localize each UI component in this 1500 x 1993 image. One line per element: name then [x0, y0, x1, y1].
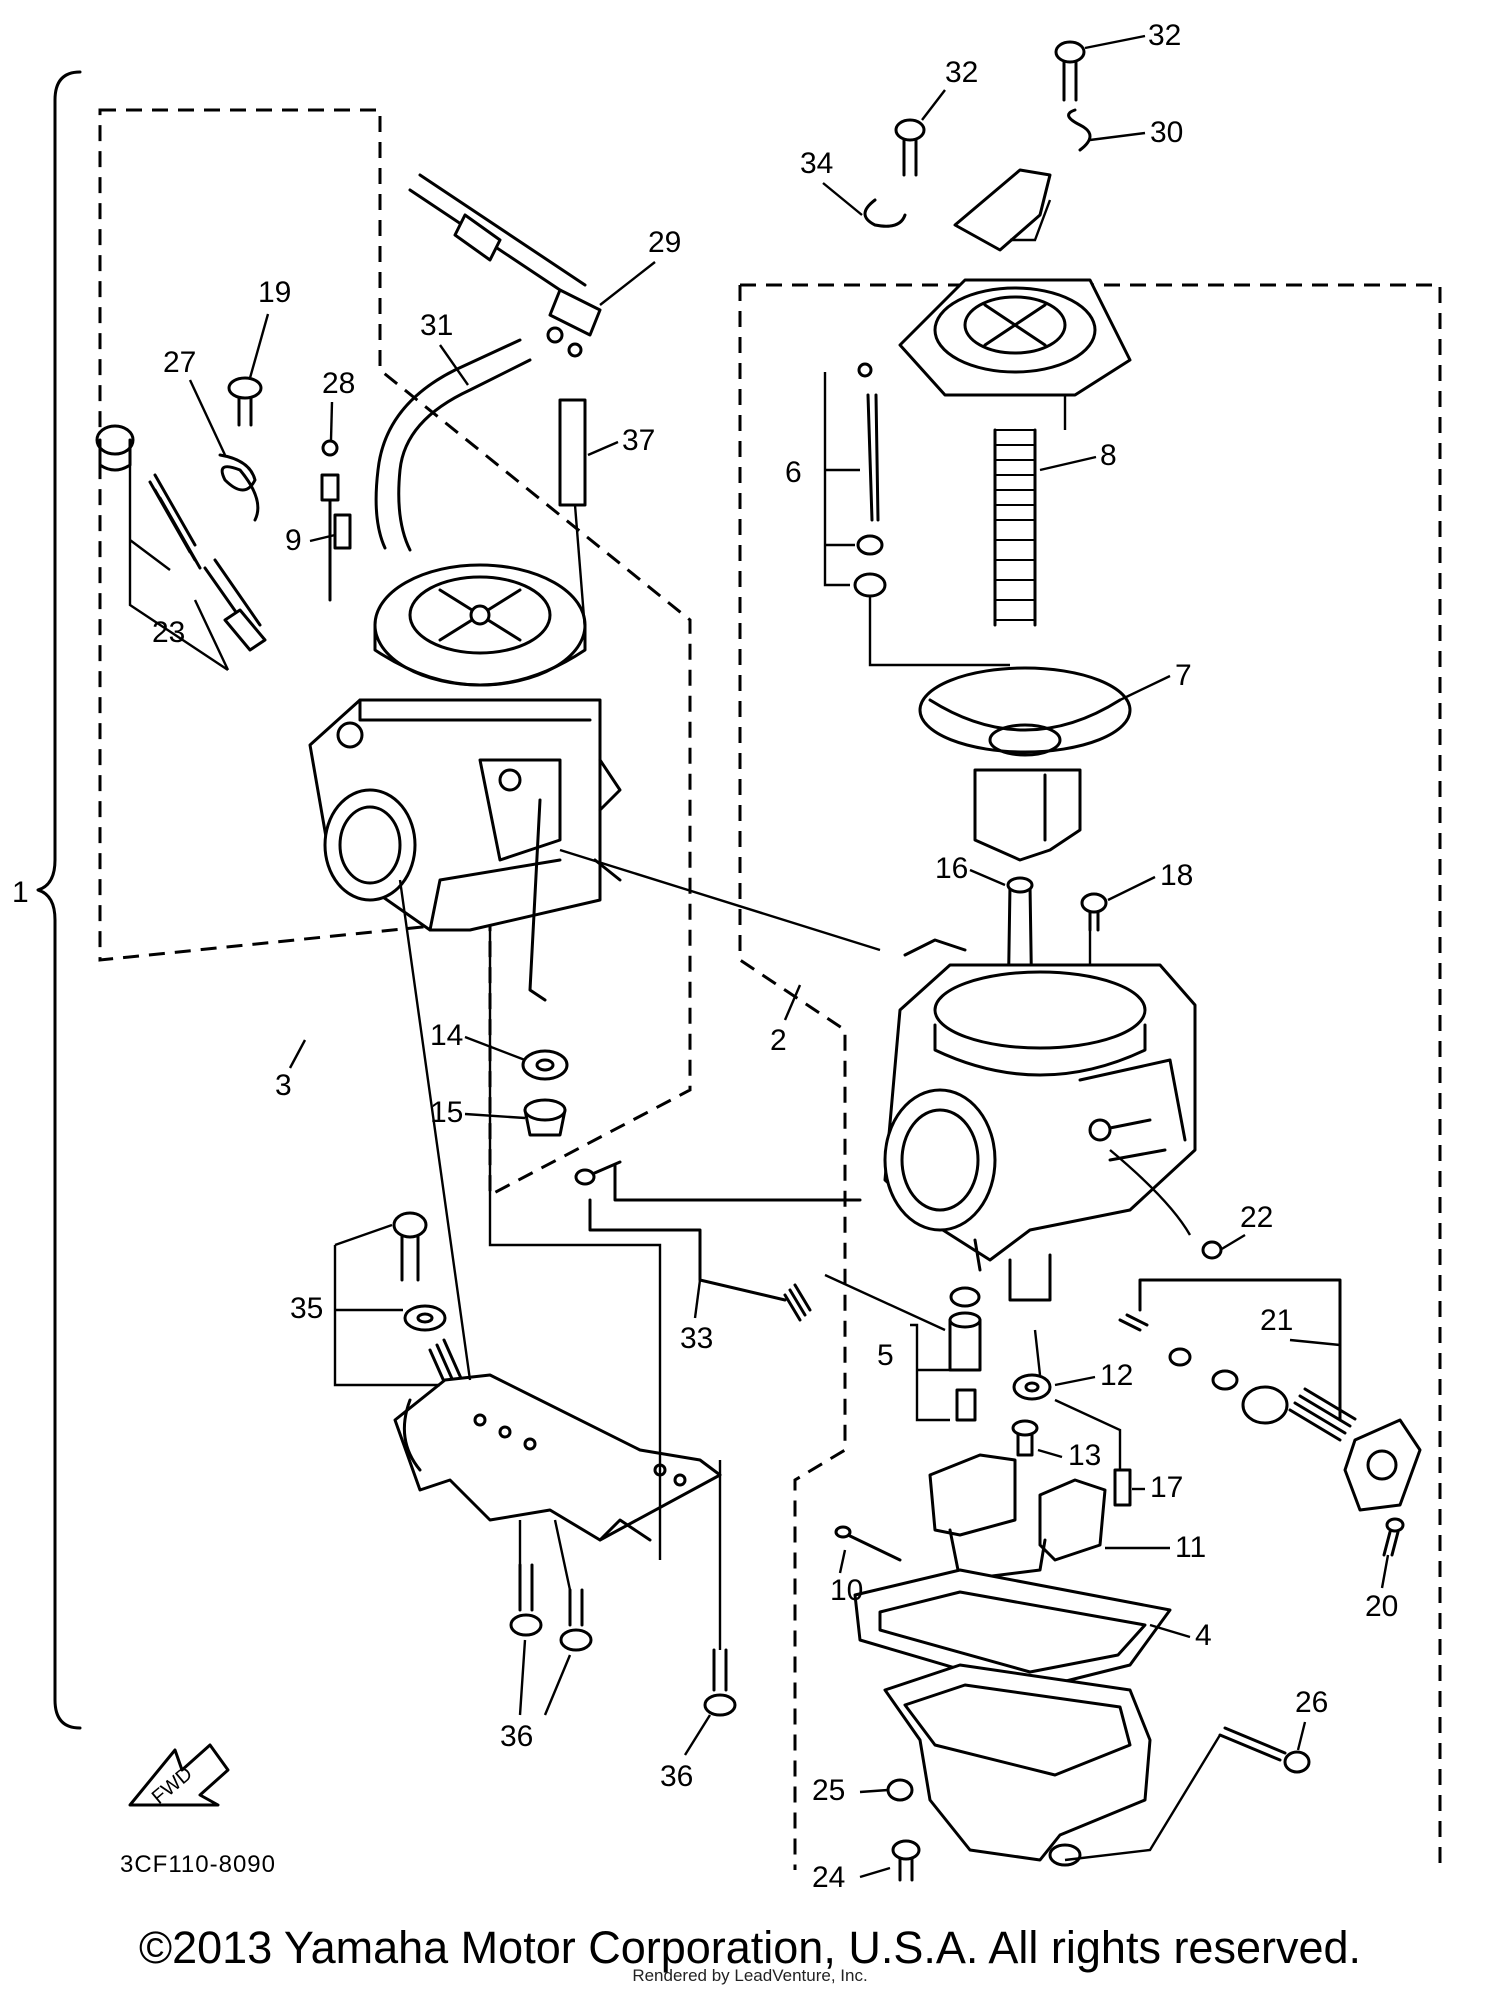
callout-6: 6 [785, 456, 802, 489]
group-outline-2 [738, 283, 1442, 1870]
part-8-spring [993, 428, 1037, 627]
part-5-needle-valve [824, 1273, 982, 1422]
diagram-code: 3CF110-8090 [120, 1851, 276, 1878]
part-31-vent-hose [374, 338, 532, 552]
callout-29: 29 [648, 226, 681, 259]
callout-27: 27 [163, 346, 196, 379]
part-6-needle-set [853, 362, 1010, 667]
callout-31: 31 [420, 309, 453, 342]
callout-32a: 32 [945, 56, 978, 89]
callout-32b: 32 [1148, 19, 1181, 52]
callout-5: 5 [877, 1339, 894, 1372]
part-14-15-washer-jet [521, 1049, 569, 1137]
right-leaders [559, 199, 1067, 952]
callout-24: 24 [812, 1861, 845, 1894]
callout-7: 7 [1175, 659, 1192, 692]
callout-8: 8 [1100, 439, 1117, 472]
callout-36a: 36 [500, 1720, 533, 1753]
callout-25: 25 [812, 1774, 845, 1807]
callout-34: 34 [800, 147, 833, 180]
callout-22: 22 [1240, 1201, 1273, 1234]
part-27-clip [218, 453, 260, 522]
callouts: 1 2 3 4 5 6 7 8 9 10 11 12 13 14 15 16 1… [12, 19, 1398, 1894]
fwd-arrow-icon: FWD [128, 1743, 230, 1809]
callout-20: 20 [1365, 1590, 1398, 1623]
part-7-diaphragm-piston [918, 666, 1132, 862]
copyright-notice: ©2013 Yamaha Motor Corporation, U.S.A. A… [138, 1922, 1362, 1973]
callout-15: 15 [430, 1096, 463, 1129]
callout-19: 19 [258, 276, 291, 309]
part-35-bolt-set [392, 1211, 466, 1397]
callout-2: 2 [770, 1024, 787, 1057]
callout-21: 21 [1260, 1304, 1293, 1337]
callout-23: 23 [152, 616, 185, 649]
callout-11: 11 [1175, 1531, 1206, 1564]
callout-35: 35 [290, 1292, 323, 1325]
callout-4: 4 [1195, 1619, 1212, 1652]
right-carburetor-body [883, 938, 1197, 1302]
callout-10: 10 [830, 1574, 863, 1607]
callout-9: 9 [285, 524, 302, 557]
part-21-22-throttle-screw-set [1109, 1149, 1422, 1512]
callout-18: 18 [1160, 859, 1193, 892]
callout-28: 28 [322, 367, 355, 400]
assembly-bracket [36, 70, 82, 1730]
part-23-pilot-screw [95, 424, 267, 652]
part-12-13-17-washer-screw-jet [1011, 1329, 1132, 1507]
part-30-32-34-top-cover [863, 40, 1132, 397]
left-carburetor [308, 563, 622, 1002]
callout-30: 30 [1150, 116, 1183, 149]
callout-14: 14 [430, 1019, 463, 1052]
callout-12: 12 [1100, 1359, 1133, 1392]
callout-33: 33 [680, 1322, 713, 1355]
part-36-bolts [509, 1563, 737, 1717]
part-29-37-fuel-fitting [408, 173, 602, 631]
part-19-screw [227, 376, 263, 427]
callout-37: 37 [622, 424, 655, 457]
callout-16: 16 [935, 852, 968, 885]
callout-13: 13 [1068, 1439, 1101, 1472]
part-33-screw-spring [574, 1160, 862, 1322]
part-20-screw [1382, 1517, 1405, 1557]
group-outline-3 [98, 108, 692, 1198]
callout-17: 17 [1150, 1471, 1183, 1504]
mounting-bracket [393, 1373, 722, 1542]
callout-36b: 36 [660, 1760, 693, 1793]
part-4-10-11-float-gasket [834, 1453, 1172, 1692]
callout-26: 26 [1295, 1686, 1328, 1719]
callout-1: 1 [12, 876, 29, 909]
part-9-28-jets [320, 439, 352, 602]
part-24-25-26-float-bowl [883, 1663, 1311, 1882]
callout-3: 3 [275, 1069, 292, 1102]
rendered-by-text: Rendered by LeadVenture, Inc. [632, 1966, 868, 1985]
left-leaders [398, 879, 722, 1650]
